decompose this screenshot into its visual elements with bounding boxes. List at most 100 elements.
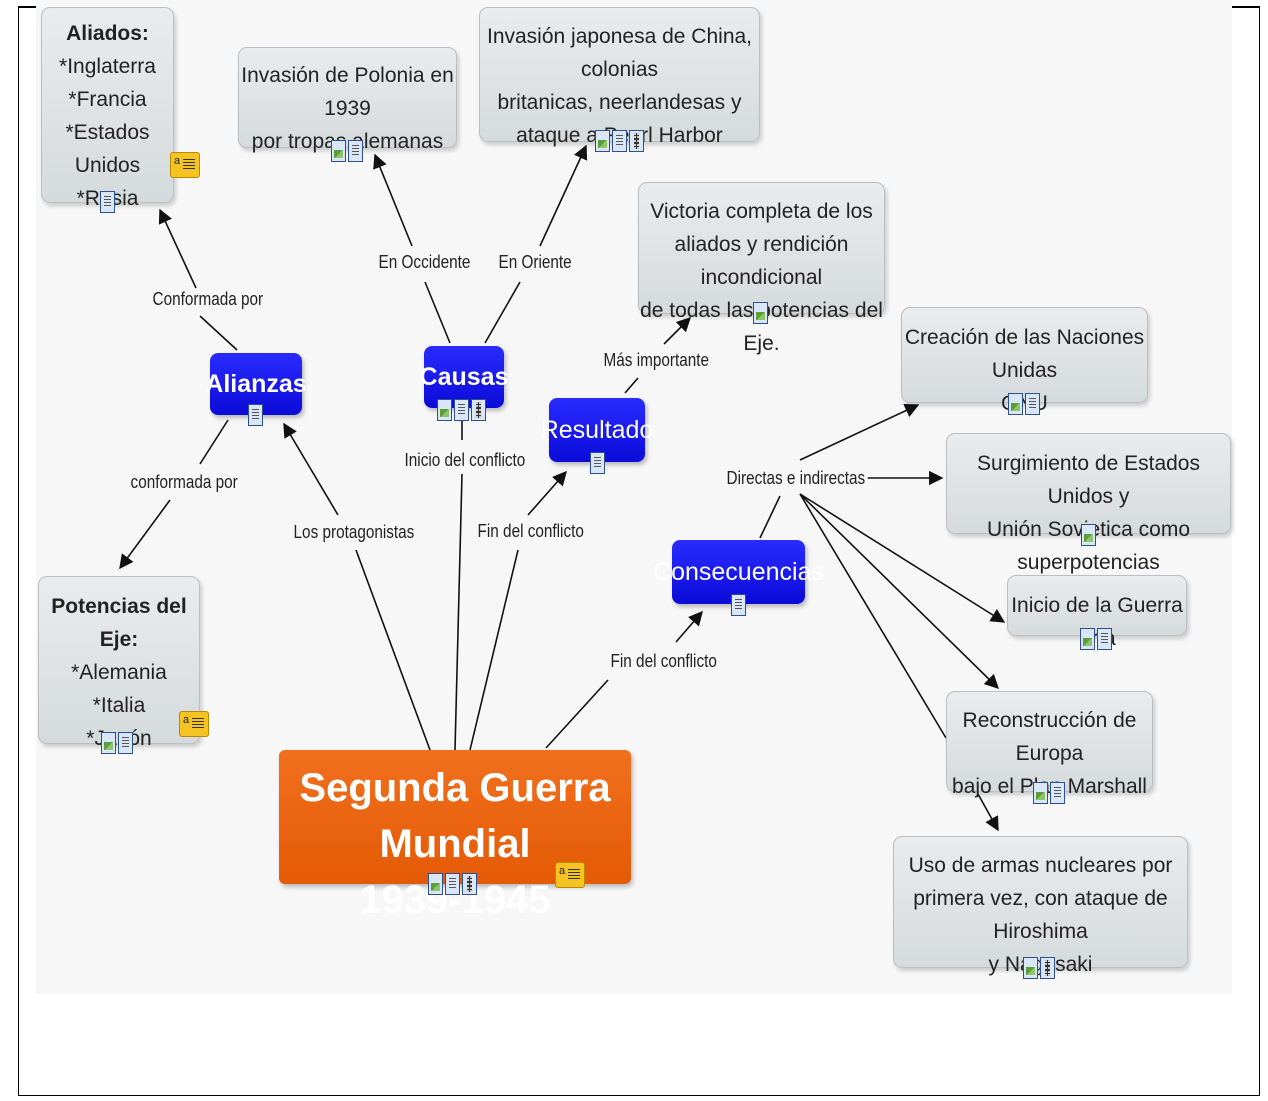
consecuencias-resource-icons[interactable]	[731, 594, 746, 616]
node-guerra-fria[interactable]: Inicio de la Guerra Fría	[1007, 575, 1187, 650]
marshall-resource-icons[interactable]	[1033, 782, 1065, 804]
document-icon[interactable]	[100, 191, 115, 213]
node-text-line: britanicas, neerlandesas y	[497, 91, 742, 114]
node-potencias-eje[interactable]: Potencias del Eje: *Alemania *Italia *Ja…	[38, 576, 200, 750]
line-to-onu	[799, 403, 920, 461]
line-causas-label1	[424, 281, 451, 344]
nucleares-resource-icons[interactable]	[1023, 957, 1055, 979]
japon-resource-icons[interactable]	[595, 130, 644, 152]
superpotencias-resource-icons[interactable]	[1081, 524, 1096, 546]
line-to-guerra-fria	[799, 493, 1006, 623]
image-icon[interactable]	[1033, 782, 1048, 804]
document-icon[interactable]	[590, 452, 605, 474]
document-icon[interactable]	[248, 404, 263, 426]
node-text-line: Invasión de Polonia en 1939	[241, 64, 454, 120]
annotation-note-icon[interactable]: a	[179, 711, 209, 737]
polonia-resource-icons[interactable]	[331, 140, 363, 162]
document-icon[interactable]	[445, 873, 460, 895]
aliados-heading: Aliados:	[66, 22, 149, 45]
image-icon[interactable]	[331, 140, 346, 162]
video-icon[interactable]	[629, 130, 644, 152]
image-icon[interactable]	[437, 399, 452, 421]
node-text-line: Surgimiento de Estados Unidos y	[977, 452, 1200, 508]
line-to-nucleares-b	[977, 793, 999, 832]
document-icon[interactable]	[1050, 782, 1065, 804]
node-armas-nucleares[interactable]: Uso de armas nucleares por primera vez, …	[893, 836, 1188, 976]
line-to-polonia	[373, 153, 413, 247]
line-to-consecuencias	[675, 610, 703, 643]
main-resource-icons[interactable]	[428, 873, 477, 895]
node-invasion-polonia[interactable]: Invasión de Polonia en 1939 por tropas a…	[238, 47, 457, 153]
image-icon[interactable]	[753, 302, 768, 324]
line-main-protagonistas	[355, 549, 431, 751]
link-label-mas-importante: Más importante	[601, 350, 712, 371]
main-title: Segunda Guerra Mundial	[299, 766, 611, 866]
document-icon[interactable]	[731, 594, 746, 616]
aliados-item: *Estados Unidos	[65, 121, 150, 177]
image-icon[interactable]	[1023, 957, 1038, 979]
victoria-resource-icons[interactable]	[753, 302, 768, 324]
causas-resource-icons[interactable]	[437, 399, 486, 421]
image-icon[interactable]	[1008, 393, 1023, 415]
video-icon[interactable]	[471, 399, 486, 421]
video-icon[interactable]	[462, 873, 477, 895]
node-text-line: Creación de las Naciones Unidas	[904, 326, 1145, 382]
link-label-fin-conflicto: Fin del conflicto	[475, 521, 587, 542]
line-alianzas-label1	[199, 315, 238, 351]
image-icon[interactable]	[101, 732, 116, 754]
line-to-marshall	[799, 493, 1000, 690]
document-icon[interactable]	[1097, 628, 1112, 650]
eje-item: *Italia	[92, 694, 146, 717]
line-consecuencias-hub	[759, 495, 781, 539]
link-label-los-protagonistas: Los protagonistas	[291, 522, 417, 543]
node-text-line: primera vez, con ataque de Hiroshima	[913, 887, 1168, 943]
onu-resource-icons[interactable]	[1008, 393, 1040, 415]
aliados-resource-icons[interactable]	[100, 191, 115, 213]
node-aliados[interactable]: Aliados: *Inglaterra *Francia *Estados U…	[41, 7, 174, 210]
node-superpotencias[interactable]: Surgimiento de Estados Unidos y Unión So…	[946, 433, 1231, 574]
aliados-item: *Inglaterra	[59, 55, 156, 78]
node-causas[interactable]: Causas	[420, 346, 508, 408]
guerra-fria-resource-icons[interactable]	[1080, 628, 1112, 650]
image-icon[interactable]	[1081, 524, 1096, 546]
eje-item: *Alemania	[71, 661, 167, 684]
line-causas-label2	[484, 281, 521, 344]
link-label-conformada-por-2: conformada por	[128, 472, 241, 493]
document-icon[interactable]	[348, 140, 363, 162]
alianzas-resource-icons[interactable]	[248, 404, 263, 426]
line-resultado-label	[624, 377, 639, 394]
video-icon[interactable]	[1040, 957, 1055, 979]
link-label-en-oriente: En Oriente	[496, 252, 575, 273]
node-text-line: Reconstrucción de Europa	[962, 709, 1137, 765]
document-icon[interactable]	[118, 732, 133, 754]
resultado-resource-icons[interactable]	[590, 452, 605, 474]
document-icon[interactable]	[454, 399, 469, 421]
annotation-note-icon[interactable]: a	[555, 862, 585, 888]
node-text-line: Victoria completa de los	[650, 200, 873, 223]
link-label-en-occidente: En Occidente	[376, 252, 473, 273]
image-icon[interactable]	[1080, 628, 1095, 650]
node-plan-marshall[interactable]: Reconstrucción de Europa bajo el Plan Ma…	[946, 691, 1153, 798]
line-to-nucleares-a	[799, 493, 947, 739]
eje-resource-icons[interactable]	[101, 732, 133, 754]
link-label-inicio-conflicto: Inicio del conflicto	[402, 450, 528, 471]
line-alianzas-label2	[199, 419, 229, 465]
line-main-causas	[454, 473, 463, 751]
line-to-resultado	[527, 470, 567, 516]
image-icon[interactable]	[595, 130, 610, 152]
link-label-fin-conflicto-2: Fin del conflicto	[608, 651, 720, 672]
image-icon[interactable]	[428, 873, 443, 895]
node-victoria-aliados[interactable]: Victoria completa de los aliados y rendi…	[638, 182, 885, 355]
node-consecuencias[interactable]: Consecuencias	[653, 540, 824, 604]
aliados-item: *Francia	[68, 88, 147, 111]
line-to-aliados	[158, 208, 197, 289]
document-icon[interactable]	[1025, 393, 1040, 415]
line-main-fin1	[469, 549, 519, 751]
node-onu[interactable]: Creación de las Naciones Unidas ONU	[901, 307, 1148, 415]
node-resultado[interactable]: Resultado	[541, 398, 653, 462]
document-icon[interactable]	[612, 130, 627, 152]
annotation-note-icon[interactable]: a	[170, 152, 200, 178]
line-to-victoria	[663, 316, 692, 345]
node-invasion-japonesa[interactable]: Invasión japonesa de China, colonias bri…	[479, 7, 760, 147]
